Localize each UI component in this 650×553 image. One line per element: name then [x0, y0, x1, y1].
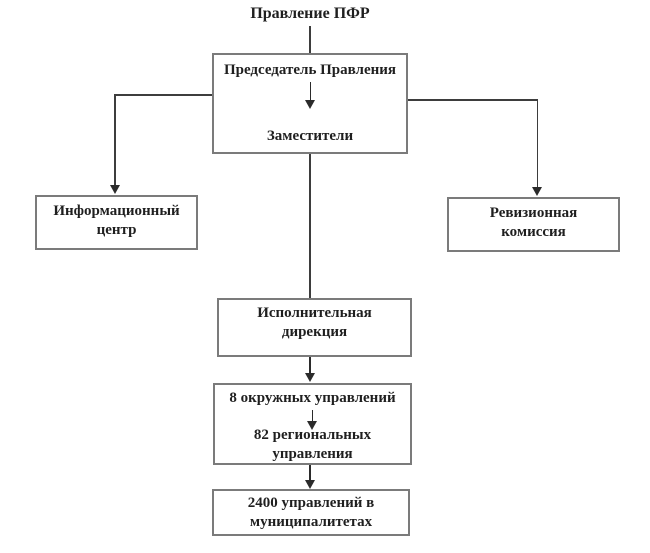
board-internal-arrowhead-icon — [305, 100, 315, 109]
node-board: Председатель Правления Заместители — [212, 53, 408, 154]
connector-board-to-executive — [309, 154, 311, 298]
node-audit-commission: Ревизионная комиссия — [447, 197, 620, 252]
node-audit-commission-line1: Ревизионная — [489, 205, 578, 221]
connector-title-to-board — [309, 26, 311, 53]
node-audit-commission-line2: комиссия — [501, 224, 566, 240]
node-board-chairman-label: Председатель Правления — [223, 62, 397, 78]
node-regional-line1: 82 региональных — [253, 427, 372, 443]
node-executive-directorate-line2: дирекция — [281, 324, 348, 340]
connector-executive-to-district-shaft — [309, 357, 311, 374]
node-municipal-line2: муниципалитетах — [249, 514, 373, 530]
node-district-regional: 8 окружных управлений 82 региональных уп… — [213, 383, 412, 465]
district-internal-arrowhead-icon — [307, 421, 317, 430]
node-info-center-line2: центр — [96, 222, 137, 238]
node-municipal-line1: 2400 управлений в — [247, 495, 375, 511]
node-executive-directorate-line1: Исполнительная — [257, 305, 372, 321]
chart-title: Правление ПФР — [250, 5, 370, 22]
district-internal-arrow-shaft — [311, 410, 313, 422]
connector-board-to-audit-horizontal — [408, 99, 538, 101]
node-executive-directorate: Исполнительная дирекция — [217, 298, 412, 357]
connector-executive-to-district-arrowhead-icon — [305, 373, 315, 382]
connector-board-to-info-vertical — [114, 94, 116, 186]
connector-district-to-municipal-arrowhead-icon — [305, 480, 315, 489]
node-info-center-line1: Информационный — [53, 203, 180, 219]
connector-board-to-info-horizontal — [115, 94, 212, 96]
connector-district-to-municipal-shaft — [309, 465, 311, 481]
node-district-line: 8 окружных управлений — [229, 390, 396, 406]
node-info-center: Информационный центр — [35, 195, 198, 250]
node-regional-line2: управления — [272, 446, 353, 462]
connector-board-to-audit-arrowhead-icon — [532, 187, 542, 196]
board-internal-arrow-shaft — [309, 82, 311, 101]
node-board-deputies-label: Заместители — [266, 128, 354, 144]
connector-board-to-info-arrowhead-icon — [110, 185, 120, 194]
connector-board-to-audit-vertical — [536, 99, 538, 188]
node-municipal: 2400 управлений в муниципалитетах — [212, 489, 410, 536]
